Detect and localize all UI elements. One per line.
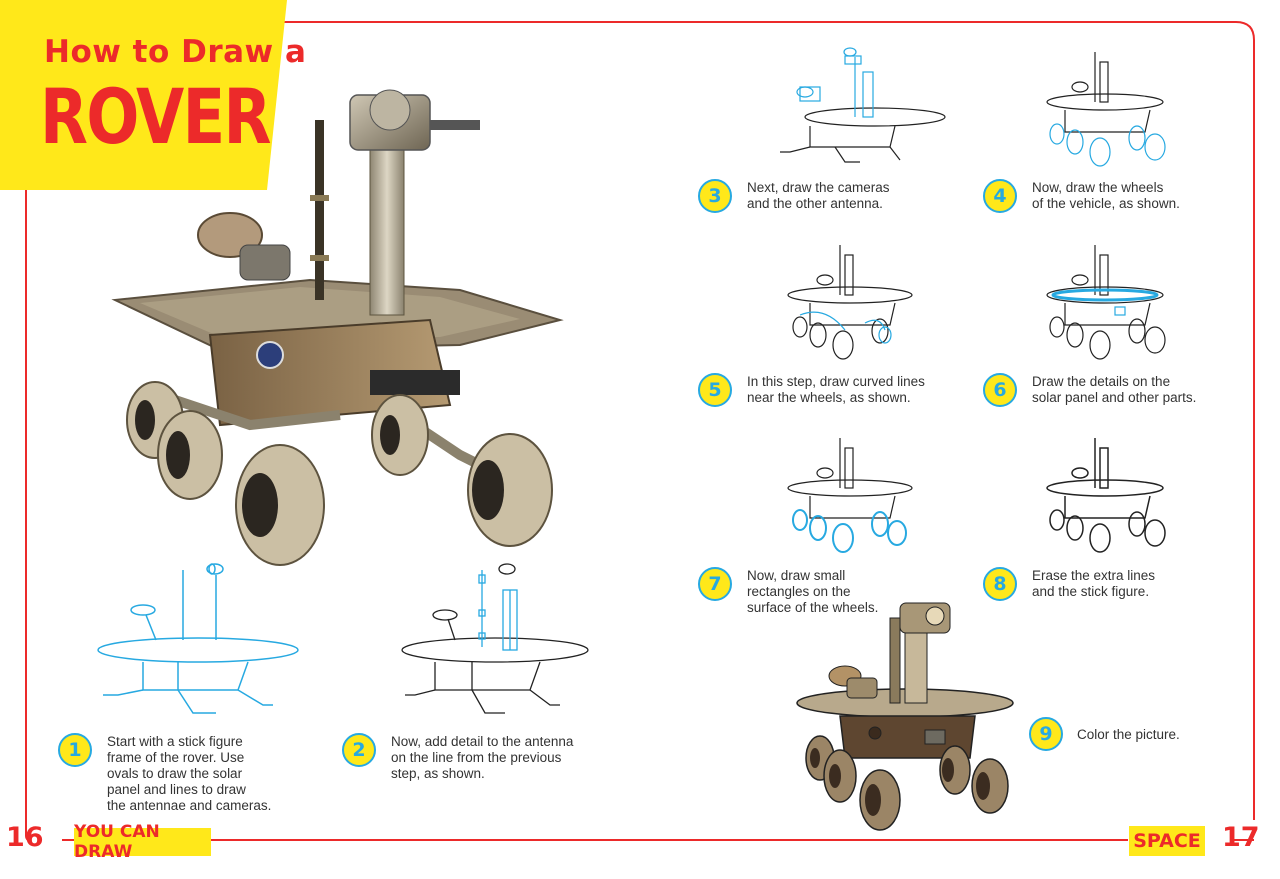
- step5-sketch: [787, 245, 913, 360]
- left-footer-label: YOU CAN DRAW: [74, 822, 211, 862]
- step2-number: 2: [342, 733, 376, 767]
- left-page-number: 16: [6, 822, 44, 853]
- step9-text: Color the picture.: [1077, 727, 1180, 742]
- step4-sketch: [1046, 52, 1166, 167]
- step6-number: 6: [983, 373, 1017, 407]
- right-footer-label: SPACE: [1129, 826, 1205, 856]
- step9-colored-rover: [796, 602, 1014, 831]
- step2-sketch: [401, 563, 589, 714]
- step5-number: 5: [698, 373, 732, 407]
- title-line1: How to Draw a: [44, 34, 307, 70]
- title-rover: ROVER: [40, 72, 272, 161]
- right-page-number: 17: [1222, 822, 1260, 853]
- step7-sketch: [787, 438, 913, 553]
- title-banner: [0, 0, 287, 190]
- step3-number: 3: [698, 179, 732, 213]
- step8-number: 8: [983, 567, 1017, 601]
- step6-sketch: [1046, 245, 1166, 360]
- step7-number: 7: [698, 567, 732, 601]
- step1-number: 1: [58, 733, 92, 767]
- step9-number: 9: [1029, 717, 1063, 751]
- step1-sketch: [97, 563, 299, 714]
- step4-number: 4: [983, 179, 1017, 213]
- step3-sketch: [780, 47, 946, 163]
- rover-main-illustration: [111, 89, 564, 566]
- step8-sketch: [1046, 438, 1166, 553]
